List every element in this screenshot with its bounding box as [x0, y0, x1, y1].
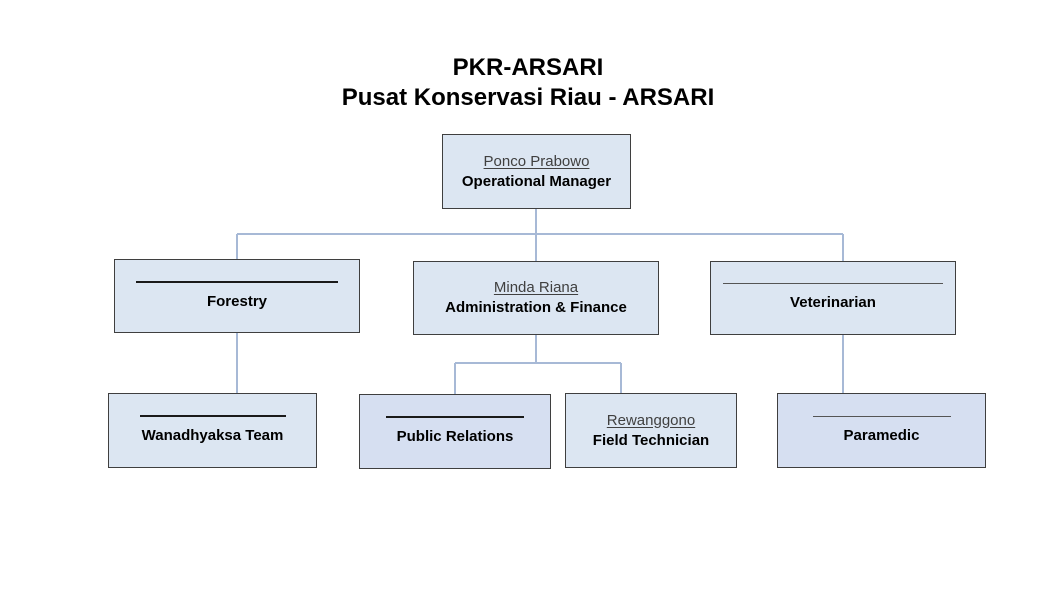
org-box-wanadhyaksa: Wanadhyaksa Team — [108, 393, 317, 468]
role-label: Operational Manager — [461, 172, 612, 190]
name-blank-line — [139, 415, 286, 417]
chart-subtitle: Pusat Konservasi Riau - ARSARI — [341, 84, 715, 111]
name-blank-line — [812, 415, 951, 417]
role-label: Administration & Finance — [445, 299, 627, 316]
role-label: Paramedic — [843, 426, 920, 444]
org-box-forestry: Forestry — [114, 259, 360, 333]
org-box-administration: Minda Riana Administration & Finance — [413, 261, 659, 335]
org-box-paramedic: Paramedic — [777, 393, 986, 468]
chart-title: PKR-ARSARI — [452, 54, 604, 81]
org-box-field-technician: Rewanggono Field Technician — [565, 393, 737, 468]
org-box-public-relations: Public Relations — [359, 394, 551, 469]
org-box-manager: Ponco Prabowo Operational Manager — [442, 134, 631, 209]
role-label: Public Relations — [396, 428, 514, 445]
role-label: Field Technician — [592, 431, 710, 449]
name-blank-line — [386, 416, 524, 418]
name-blank-line — [723, 283, 943, 284]
name-blank-line — [136, 280, 338, 283]
person-name: Rewanggono — [606, 411, 696, 429]
role-label: Forestry — [206, 292, 268, 310]
person-name: Minda Riana — [493, 279, 579, 296]
role-label: Veterinarian — [790, 294, 876, 311]
person-name: Ponco Prabowo — [483, 152, 590, 170]
role-label: Wanadhyaksa Team — [141, 427, 284, 444]
org-box-veterinarian: Veterinarian — [710, 261, 956, 335]
